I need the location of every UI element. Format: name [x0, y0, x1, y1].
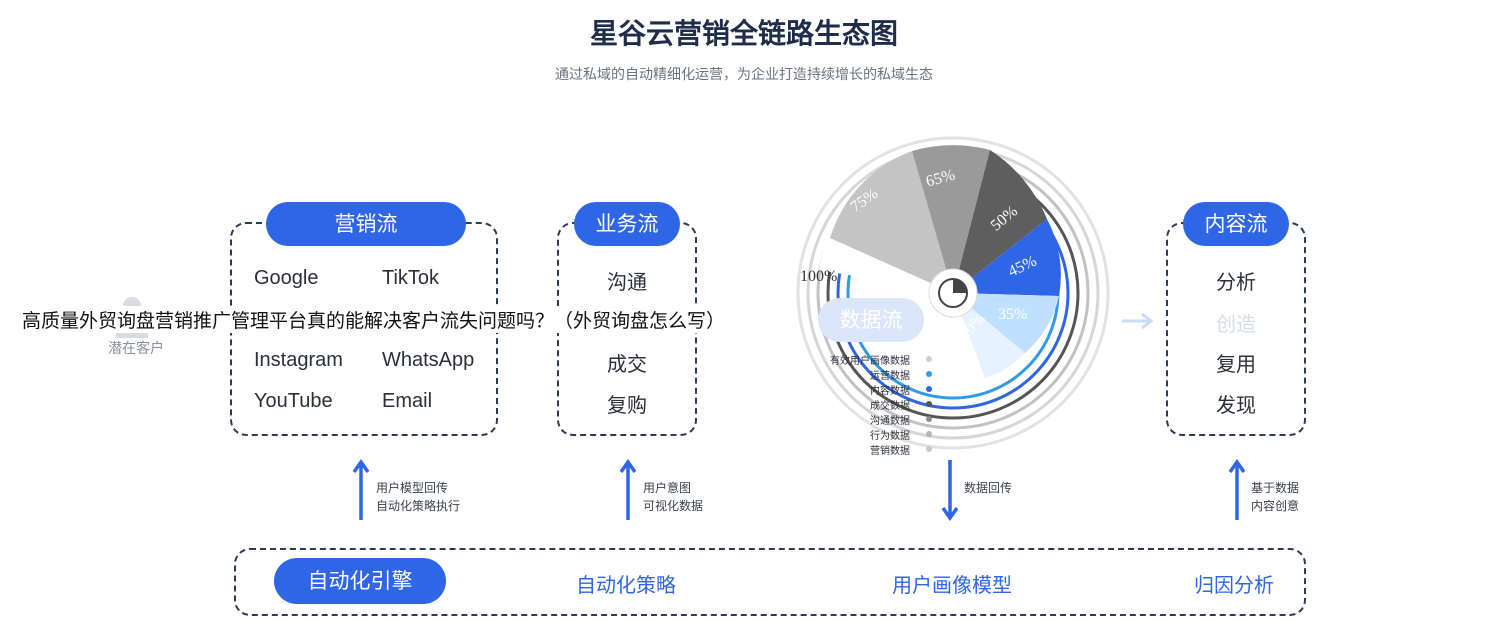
content-item-discover: 发现 — [1216, 393, 1256, 417]
up-arrow-icon — [352, 458, 370, 520]
content-item-create: 创造 — [1216, 312, 1256, 336]
business-item-repurchase: 复购 — [607, 393, 647, 417]
data-flow-radial-chart — [796, 136, 1110, 450]
content-item-reuse: 复用 — [1216, 352, 1256, 376]
arrow4-text-2: 内容创意 — [1251, 499, 1300, 513]
automation-engine-pill: 自动化引擎 — [274, 558, 446, 604]
legend-dot — [926, 446, 932, 452]
overlay-headline: 高质量外贸询盘营销推广管理平台真的能解决客户流失问题吗？（外贸询盘怎么写） — [18, 306, 730, 333]
wedge-label-100: 100% — [800, 268, 838, 285]
legend-dot — [926, 401, 932, 407]
legend-row: 内容数据 — [800, 382, 980, 397]
arrow1-text-1: 用户模型回传 — [376, 481, 449, 495]
marketing-item-whatsapp: WhatsApp — [382, 349, 475, 371]
legend-label: 有效用户画像数据 — [830, 356, 910, 367]
marketing-item-tiktok: TikTok — [382, 267, 440, 289]
legend-dot — [926, 416, 932, 422]
right-arrow-icon — [1122, 312, 1154, 330]
data-flow-pill: 数据流 — [818, 298, 924, 342]
marketing-item-email: Email — [382, 390, 433, 412]
potential-customer-label: 潜在客户 — [108, 341, 164, 357]
marketing-item-google: Google — [254, 267, 319, 289]
marketing-flow-pill: 营销流 — [266, 202, 466, 246]
legend-dot — [926, 386, 932, 392]
legend-label: 行为数据 — [870, 431, 910, 442]
engine-bar — [234, 548, 1306, 616]
legend-label: 沟通数据 — [870, 416, 910, 427]
legend-dot — [926, 356, 932, 362]
page-title: 星谷云营销全链路生态图 — [589, 17, 898, 50]
wedge-label-35: 35% — [998, 306, 1028, 323]
business-item-deal: 成交 — [607, 352, 647, 376]
legend-row: 有效用户画像数据 — [800, 352, 980, 367]
marketing-item-instagram: Instagram — [254, 349, 343, 371]
legend-row: 行为数据 — [800, 427, 980, 442]
legend-dot — [926, 431, 932, 437]
content-flow-pill: 内容流 — [1183, 202, 1289, 246]
legend-label: 运营数据 — [870, 371, 910, 382]
up-arrow-icon — [1228, 458, 1246, 520]
marketing-item-youtube: YouTube — [254, 390, 333, 412]
bottom-item-attribution: 归因分析 — [1194, 573, 1274, 597]
page-subtitle: 通过私域的自动精细化运营，为企业打造持续增长的私域生态 — [555, 67, 933, 83]
legend-row: 沟通数据 — [800, 412, 980, 427]
legend-label: 营销数据 — [870, 446, 910, 457]
legend-row: 运营数据 — [800, 367, 980, 382]
legend-dot — [926, 371, 932, 377]
down-arrow-icon — [941, 460, 959, 522]
data-legend: 有效用户画像数据 运营数据 内容数据 成交数据 沟通数据 行为数据 营销数据 — [800, 352, 980, 457]
business-item-communicate: 沟通 — [607, 270, 647, 294]
up-arrow-icon — [619, 458, 637, 520]
arrow2-text-2: 可视化数据 — [643, 499, 704, 513]
bottom-item-strategy: 自动化策略 — [576, 573, 676, 597]
content-item-analyze: 分析 — [1216, 270, 1256, 294]
arrow1-text-2: 自动化策略执行 — [376, 499, 461, 513]
arrow3-text-1: 数据回传 — [964, 481, 1013, 495]
legend-label: 内容数据 — [870, 386, 910, 397]
bottom-item-user-model: 用户画像模型 — [892, 573, 1012, 597]
legend-row: 营销数据 — [800, 442, 980, 457]
legend-row: 成交数据 — [800, 397, 980, 412]
business-flow-pill: 业务流 — [574, 202, 680, 246]
legend-label: 成交数据 — [870, 401, 910, 412]
arrow2-text-1: 用户意图 — [643, 481, 692, 495]
arrow4-text-1: 基于数据 — [1251, 481, 1300, 495]
